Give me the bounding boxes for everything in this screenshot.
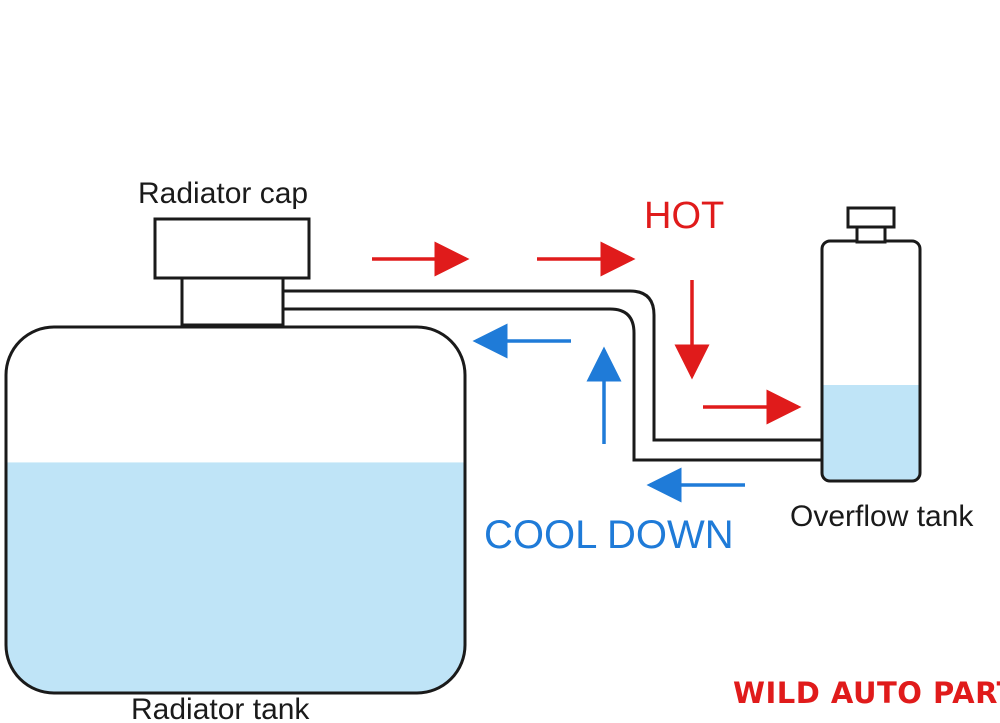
overflow-tank-label: Overflow tank xyxy=(790,500,974,533)
hot-label: HOT xyxy=(644,195,724,237)
radiator-tank-label: Radiator tank xyxy=(131,693,310,723)
radiator-tank xyxy=(4,325,467,695)
watermark-logo-text: WILD AUTO PARTS xyxy=(733,676,1000,710)
overflow-hose xyxy=(283,289,822,462)
overflow-tank xyxy=(820,206,922,483)
overflow-coolant-level xyxy=(822,385,920,481)
hot-flow-arrows xyxy=(372,241,802,425)
radiator-coolant-level xyxy=(6,462,465,693)
radiator-cap xyxy=(153,217,311,327)
cool-down-label: COOL DOWN xyxy=(484,513,734,557)
radiator-cap-label: Radiator cap xyxy=(138,177,308,210)
cool-flow-arrows xyxy=(472,323,745,503)
